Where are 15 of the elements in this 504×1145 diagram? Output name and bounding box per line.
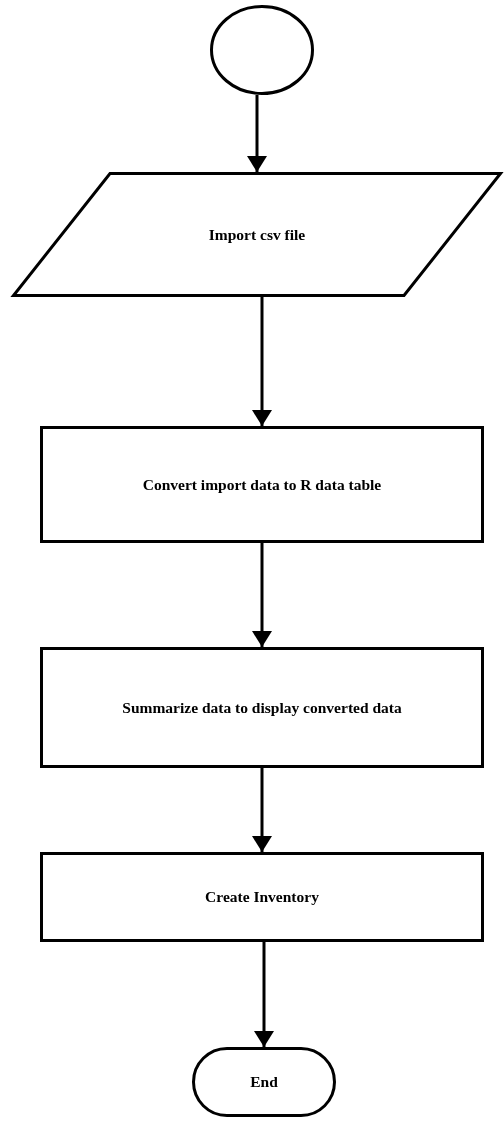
input-parallelogram (12, 172, 502, 297)
step-label: Summarize data to display converted data (121, 697, 403, 718)
arrow (247, 95, 267, 172)
start-circle (210, 5, 314, 95)
arrow (252, 768, 272, 852)
arrow (254, 942, 274, 1047)
step-label: Import csv file (207, 224, 307, 245)
process-box (40, 852, 484, 942)
process-box (40, 426, 484, 543)
arrow (252, 297, 272, 426)
step-label: End (249, 1072, 279, 1092)
arrow (252, 543, 272, 647)
step-label: Convert import data to R data table (141, 474, 383, 495)
step-label: Create Inventory (204, 887, 320, 907)
process-box (40, 647, 484, 768)
